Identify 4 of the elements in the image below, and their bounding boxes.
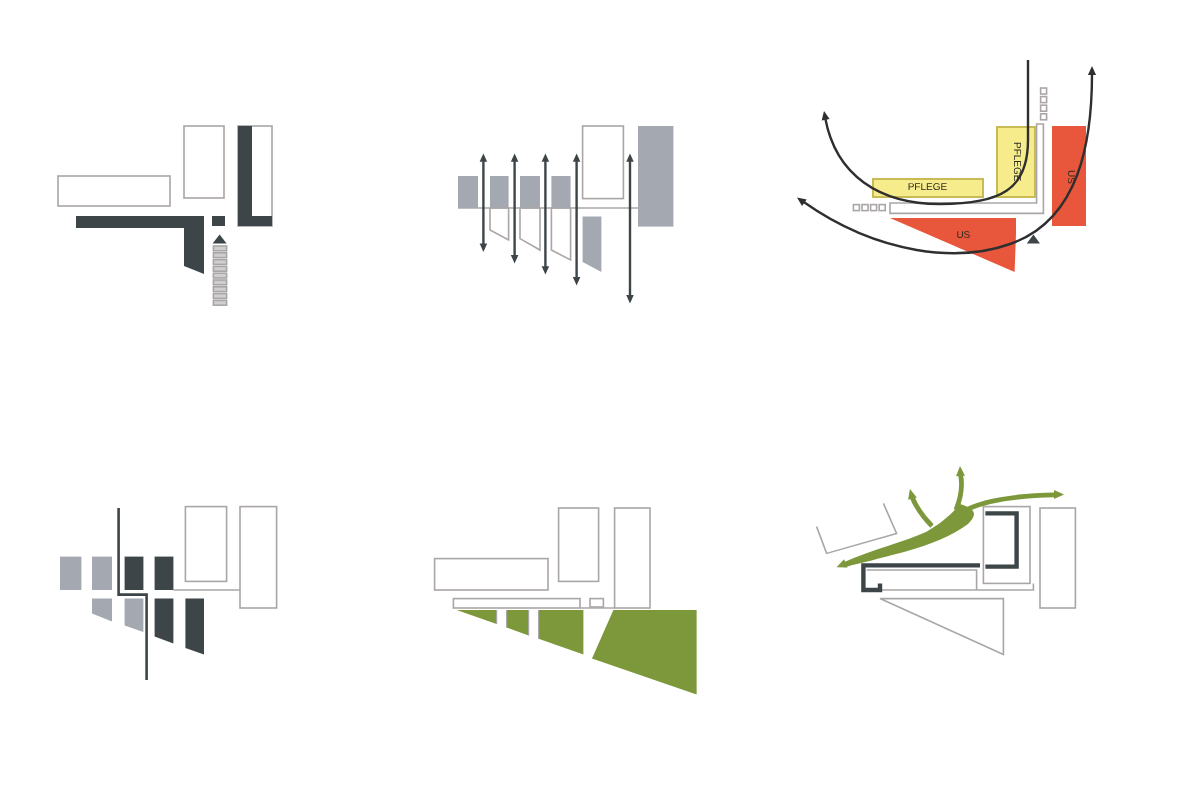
building-block bbox=[871, 178, 984, 199]
building-block bbox=[1051, 126, 1087, 227]
building-block bbox=[995, 126, 1036, 199]
triangular-block bbox=[890, 218, 1017, 272]
